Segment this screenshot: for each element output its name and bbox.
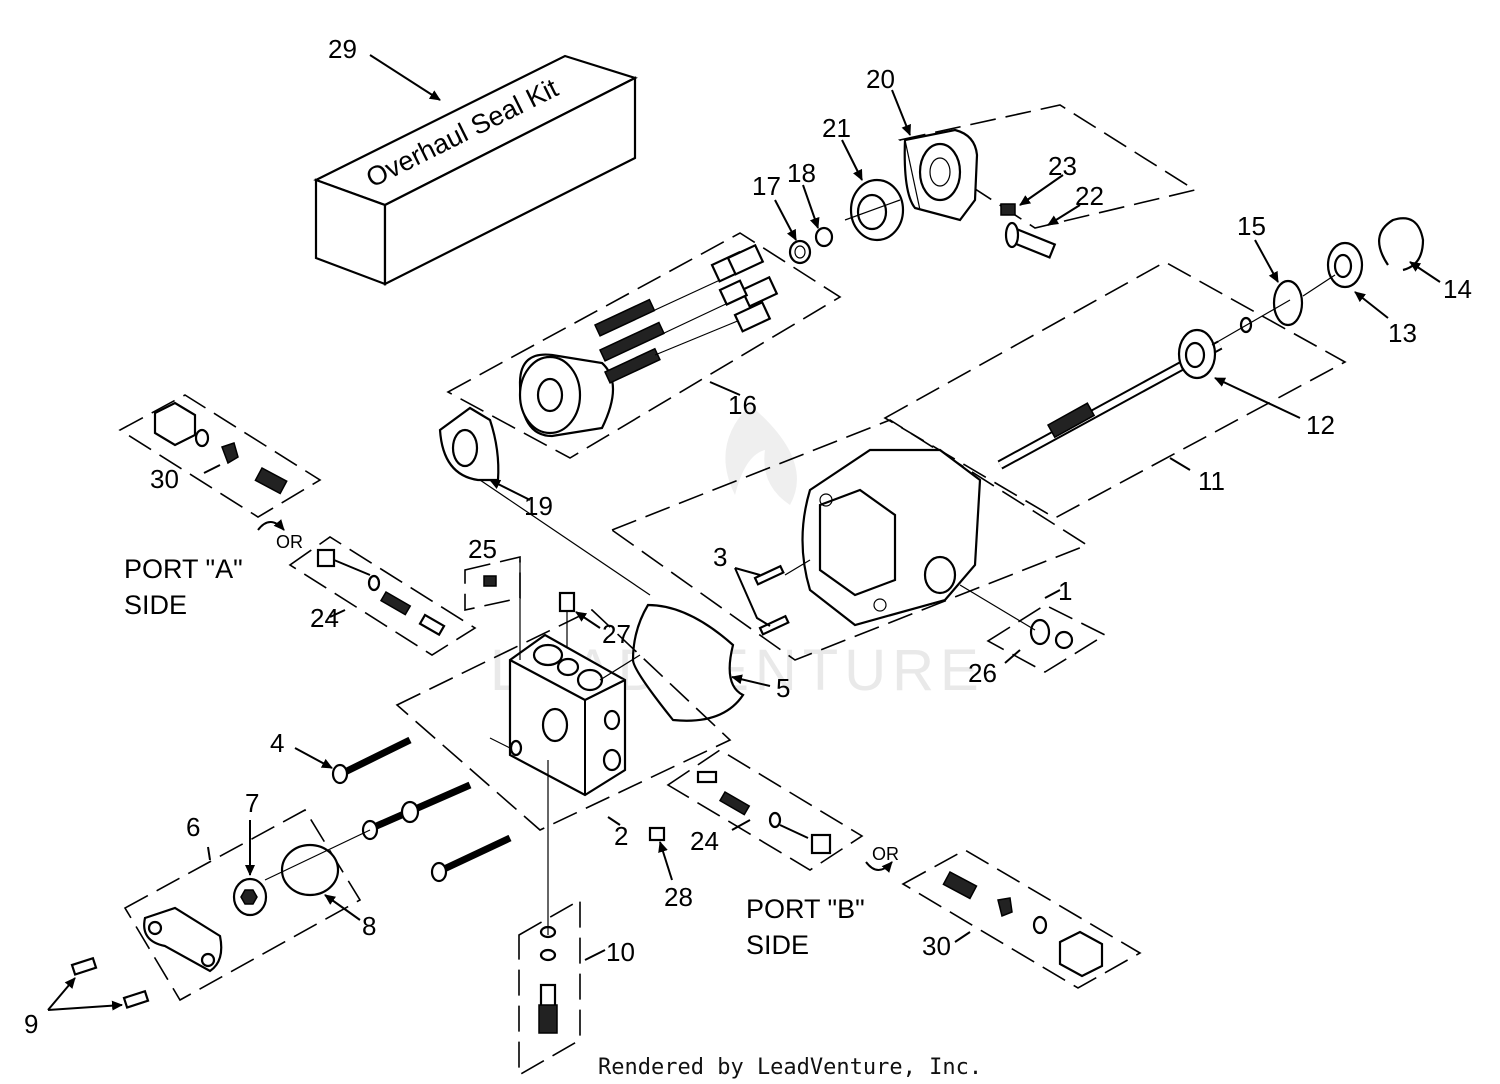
callout-6: 6 — [186, 812, 200, 842]
port-a-label: PORT "A" SIDE OR — [124, 532, 303, 620]
part-23-key — [1000, 203, 1016, 216]
callout-27: 27 — [602, 619, 631, 649]
callout-22: 22 — [1075, 181, 1104, 211]
port-b-rotation-arrow — [865, 861, 893, 873]
part-30-top-cartridge — [153, 401, 288, 495]
part-28-plug — [648, 826, 666, 842]
part-16-pistons — [710, 243, 779, 333]
part-13-bearing — [1326, 241, 1364, 289]
callout-20: 20 — [866, 64, 895, 94]
callout-29: 29 — [328, 34, 357, 64]
part-14-snap-ring — [1378, 217, 1425, 272]
part-3-pins — [753, 564, 790, 636]
part-27-plug — [558, 591, 576, 650]
port-b-label: PORT "B" SIDE OR — [746, 844, 899, 960]
part-4-bolt — [331, 736, 412, 785]
footer-credit: Rendered by LeadVenture, Inc. — [598, 1055, 982, 1080]
callout-10: 10 — [606, 937, 635, 967]
plane-1 — [610, 419, 1089, 661]
callout-19: 19 — [524, 491, 553, 521]
callout-24-top: 24 — [310, 603, 339, 633]
port-a-or: OR — [276, 532, 303, 552]
plane-10 — [518, 898, 581, 1077]
part-21-seal — [849, 178, 905, 242]
port-a-rotation-arrow — [257, 519, 285, 531]
part-16-cylinder-block — [518, 353, 614, 438]
callout-16: 16 — [728, 390, 757, 420]
bolts — [361, 781, 512, 883]
plane-16 — [446, 232, 842, 459]
callout-30-top: 30 — [150, 464, 179, 494]
part-26-washer — [1029, 618, 1074, 650]
plane-11 — [883, 261, 1347, 519]
callout-13: 13 — [1388, 318, 1417, 348]
callout-14: 14 — [1443, 274, 1472, 304]
part-15-ring — [1272, 279, 1304, 327]
leader-lines — [47, 54, 1441, 1011]
callout-24-bottom: 24 — [690, 826, 719, 856]
callout-26: 26 — [968, 658, 997, 688]
part-7-gerotor — [232, 877, 268, 917]
part-12-bearing — [1177, 328, 1217, 380]
part-17-ring — [788, 239, 812, 265]
callout-28: 28 — [664, 882, 693, 912]
callout-12: 12 — [1306, 410, 1335, 440]
part-2-center-section — [508, 633, 627, 797]
part-22-shaft — [1004, 221, 1057, 259]
callout-1: 1 — [1058, 576, 1072, 606]
callout-15: 15 — [1237, 211, 1266, 241]
part-9-screws — [70, 956, 150, 1009]
callout-23: 23 — [1048, 151, 1077, 181]
callout-8: 8 — [362, 911, 376, 941]
part-1-housing — [801, 448, 982, 627]
port-a-line1: PORT "A" — [124, 554, 243, 584]
plane-30-top — [118, 394, 322, 518]
plane-26 — [986, 604, 1107, 673]
part-24-bottom-valve — [696, 770, 832, 855]
callout-30-bottom: 30 — [922, 931, 951, 961]
part-6-end-cap — [143, 906, 223, 973]
callout-7: 7 — [245, 788, 259, 818]
plane-20-23 — [897, 104, 1198, 229]
callout-4: 4 — [270, 728, 284, 758]
part-18-ring — [814, 226, 834, 248]
callouts: 29 20 21 23 17 18 22 15 14 13 16 12 30 1… — [24, 34, 1472, 1039]
callout-2: 2 — [614, 821, 628, 851]
part-5-gasket — [631, 603, 745, 722]
callout-21: 21 — [822, 113, 851, 143]
callout-25: 25 — [468, 534, 497, 564]
callout-17: 17 — [752, 171, 781, 201]
callout-11: 11 — [1198, 466, 1225, 496]
callout-9: 9 — [24, 1009, 38, 1039]
part-30-bottom-cartridge — [942, 870, 1104, 978]
callout-18: 18 — [787, 158, 816, 188]
overhaul-seal-kit-box: Overhaul Seal Kit — [313, 54, 638, 286]
port-a-line2: SIDE — [124, 590, 187, 620]
plane-30-bottom — [901, 849, 1142, 989]
part-24-top-valve — [316, 548, 446, 637]
port-b-or: OR — [872, 844, 899, 864]
part-16-springs — [594, 279, 746, 384]
callout-3: 3 — [713, 542, 727, 572]
part-19-plate — [438, 406, 500, 482]
part-20-cover — [903, 128, 979, 222]
part-10-valve — [538, 925, 558, 1034]
alignment-lines — [264, 139, 1336, 935]
plane-24-top — [288, 536, 477, 656]
part-8-o-ring — [280, 843, 340, 897]
plane-24-bottom — [666, 749, 864, 871]
plane-6 — [123, 808, 362, 1002]
part-25-check — [483, 575, 497, 587]
port-b-line1: PORT "B" — [746, 894, 865, 924]
callout-5: 5 — [776, 673, 790, 703]
port-b-line2: SIDE — [746, 930, 809, 960]
plane-2 — [395, 609, 732, 831]
